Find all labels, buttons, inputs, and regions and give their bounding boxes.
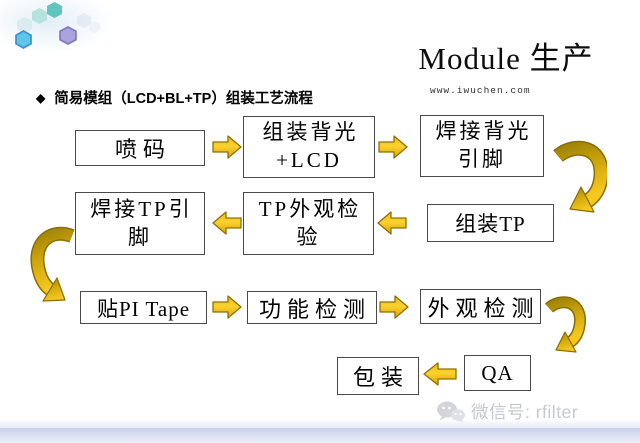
- arrow-left-icon: [212, 211, 242, 235]
- arrow-left-icon: [423, 362, 457, 386]
- flow-box-assemble-backlight-lcd: 组装背光 +LCD: [243, 116, 375, 178]
- hexagon-blue-fill: [16, 32, 31, 47]
- website-url: www.iwuchen.com: [430, 85, 531, 96]
- hexagon-blue-icon: [15, 30, 32, 49]
- arrow-left-icon: [377, 211, 407, 235]
- hexagon-pale-icon: [76, 13, 92, 28]
- section-heading-text: 简易模组（LCD+BL+TP）组装工艺流程: [54, 91, 313, 107]
- flow-box-packaging: 包装: [337, 357, 419, 395]
- flow-box-function-test: 功能检测: [247, 291, 377, 324]
- flow-box-solder-tp-pins: 焊接TP引 脚: [75, 192, 205, 255]
- arrow-right-icon: [379, 295, 409, 319]
- bottom-gradient-bar: [0, 428, 640, 443]
- flow-box-inkjet-coding: 喷码: [75, 130, 205, 166]
- flow-box-apply-pi-tape: 贴PI Tape: [80, 291, 207, 324]
- hexagon-pale-icon: [17, 17, 32, 33]
- hexagon-purple-fill: [60, 28, 76, 43]
- hexagon-lightteal-icon: [32, 8, 47, 24]
- flow-box-solder-backlight-pins: 焊接背光 引脚: [420, 115, 544, 177]
- flow-box-assemble-tp: 组装TP: [427, 204, 554, 242]
- watermark-text: 微信号: rfilter: [471, 402, 579, 422]
- bullet-diamond-icon: ◆: [36, 90, 46, 105]
- arrow-right-icon: [212, 295, 242, 319]
- watermark: 微信号: rfilter: [436, 399, 578, 424]
- arrow-right-icon: [212, 135, 242, 159]
- molecule-decoration: [0, 0, 120, 60]
- hexagon-purple-icon: [59, 26, 77, 45]
- flow-box-qa: QA: [464, 355, 531, 391]
- bottom-fade: [0, 419, 640, 428]
- curved-arrow-down-right-icon: [30, 226, 75, 302]
- curved-arrow-down-left-icon: [553, 140, 607, 213]
- section-heading: ◆ 简易模组（LCD+BL+TP）组装工艺流程: [36, 87, 313, 108]
- hexagon-teal-icon: [47, 2, 62, 18]
- arrow-right-icon: [378, 135, 408, 159]
- flow-box-visual-inspection: 外观检测: [420, 289, 541, 324]
- wechat-icon: [437, 401, 465, 422]
- page-title: Module 生产: [418, 41, 594, 76]
- hexagon-pale-icon: [88, 21, 101, 33]
- flow-box-tp-visual-inspection: TP外观检 验: [243, 192, 374, 255]
- curved-arrow-down-left-icon: [545, 296, 586, 353]
